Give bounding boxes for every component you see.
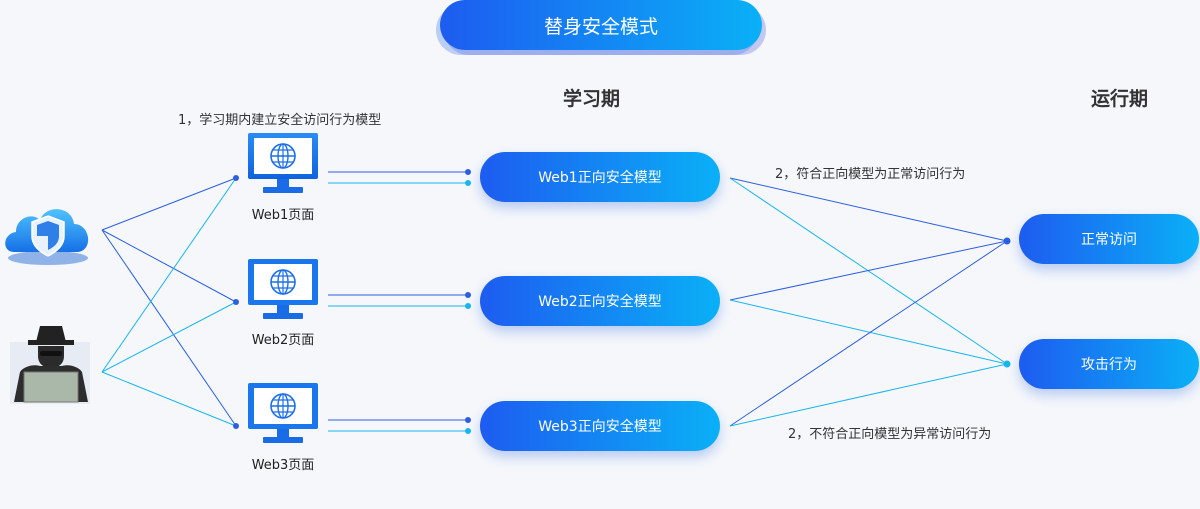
monitor-globe-icon bbox=[248, 133, 318, 193]
connector-hacker-web3 bbox=[101, 371, 237, 427]
model-web1: Web1正向安全模型 bbox=[480, 152, 720, 202]
page-label-web2: Web2页面 bbox=[251, 333, 315, 348]
connector-cloud-web1 bbox=[101, 177, 237, 231]
hacker-icon bbox=[10, 326, 90, 404]
phase-learning-header: 学习期 bbox=[563, 88, 621, 110]
outcome-attack-behavior: 攻击行为 bbox=[1019, 339, 1199, 389]
phase-running-header: 运行期 bbox=[1091, 88, 1149, 110]
diagram-title: 替身安全模式 bbox=[440, 0, 762, 50]
connector-model2-attack bbox=[729, 299, 1008, 365]
page-label-web3: Web3页面 bbox=[251, 458, 315, 473]
model-web2: Web2正向安全模型 bbox=[480, 276, 720, 326]
page-label-web1: Web1页面 bbox=[251, 208, 315, 223]
connector-model3-attack bbox=[729, 363, 1008, 427]
monitor-globe-icon bbox=[248, 383, 318, 443]
monitor-globe-icon bbox=[248, 259, 318, 319]
connector-model1-normal bbox=[729, 177, 1008, 242]
cloud-shield-icon bbox=[5, 209, 89, 265]
connector-model3-normal bbox=[729, 240, 1008, 427]
connector-cloud-web3 bbox=[101, 229, 237, 427]
model-web3: Web3正向安全模型 bbox=[480, 401, 720, 451]
connector-hacker-web1 bbox=[101, 177, 237, 373]
connector-hacker-web2 bbox=[101, 301, 237, 373]
connector-cloud-web2 bbox=[101, 229, 237, 303]
connector-model2-normal bbox=[729, 240, 1008, 301]
note-step2-normal: 2，符合正向模型为正常访问行为 bbox=[775, 167, 966, 182]
note-step1: 1，学习期内建立安全访问行为模型 bbox=[178, 113, 382, 128]
outcome-normal-access: 正常访问 bbox=[1019, 214, 1199, 264]
note-step2-abnormal: 2，不符合正向模型为异常访问行为 bbox=[788, 427, 992, 442]
